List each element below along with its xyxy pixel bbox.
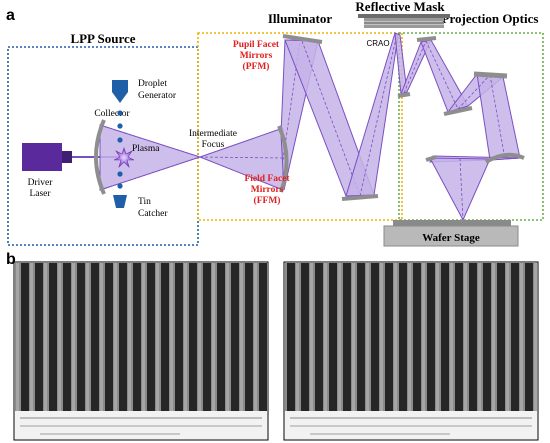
cone-ray-bottom (99, 156, 201, 191)
beam-axis-m4-m5 (489, 74, 506, 160)
plasma-label: Plasma (132, 144, 160, 154)
intermediate-focus-label-line2: Focus (202, 140, 225, 150)
tin-catcher-label-line1: Tin (138, 197, 151, 207)
projection-optics-box (398, 32, 544, 221)
illuminator-box (197, 32, 403, 221)
ffm-label-line1: Field Facet (244, 174, 290, 184)
projection-mirror-4 (473, 71, 508, 79)
lpp-source-title: LPP Source (70, 31, 135, 46)
tin-droplet-3 (117, 137, 123, 143)
pfm-label-line1: Pupil Facet (233, 40, 280, 50)
ffm-label-line3: (FFM) (254, 195, 281, 206)
projection-mirror-6 (425, 155, 437, 162)
tin-catcher (113, 195, 127, 208)
plasma-burst (113, 147, 135, 169)
sem-image-left (15, 263, 267, 411)
droplet-generator-label-line2: Generator (138, 91, 177, 101)
droplet-generator-body (112, 80, 128, 92)
projection-mirror-3 (443, 106, 473, 116)
beam-axis-m3-m4 (457, 74, 491, 110)
projection-mirror-5 (484, 152, 525, 164)
mask-layer-3 (364, 25, 444, 28)
driver-laser-label-line1: Driver (28, 178, 54, 188)
intermediate-focus-label-line1: Intermediate (189, 129, 237, 139)
cone-ray-top (99, 124, 201, 158)
reflective-mask-title: Reflective Mask (355, 0, 445, 14)
relay-mirror (341, 194, 379, 201)
driver-laser-nozzle (62, 151, 72, 163)
wafer-stage (383, 225, 519, 247)
projection-mirror-2 (416, 36, 437, 42)
wafer (393, 220, 511, 226)
beam-axis-m2-m3 (425, 40, 459, 110)
droplet-generator-label-line1: Droplet (138, 79, 167, 89)
projection-optics-title: Projection Optics (442, 11, 539, 26)
beam-axis-m1-m2 (403, 40, 427, 94)
beam-axis-relay-mask (359, 33, 398, 197)
beam-axis-wafer (459, 157, 464, 221)
beam-m4-to-m5 (476, 73, 521, 161)
tin-catcher-label-line2: Catcher (138, 209, 168, 219)
droplet-generator-tip (112, 92, 128, 103)
driver-laser-label-line2: Laser (29, 189, 51, 199)
beam-axis-focus-ffm (199, 156, 284, 159)
ffm-label-line2: Mirrors (251, 185, 284, 195)
pfm-label-line3: (PFM) (243, 61, 270, 72)
field-facet-mirror (277, 125, 289, 193)
tin-droplet-4 (117, 171, 123, 177)
collector-label: Collector (94, 109, 130, 119)
sem-image-right (285, 263, 537, 411)
mask-layer-1 (364, 18, 444, 21)
wafer-stage-label: Wafer Stage (422, 232, 480, 244)
pupil-facet-mirror (282, 34, 323, 44)
tin-droplet-2 (117, 123, 123, 129)
beam-m6-to-wafer (429, 157, 491, 222)
beam-axis-pfm-relay (301, 40, 361, 197)
mask-layer-2 (364, 21, 444, 25)
collector-mirror (94, 119, 106, 195)
crao-label: CRAO (366, 39, 389, 48)
mask-top-plate (358, 14, 450, 18)
projection-mirror-1 (397, 92, 411, 98)
tin-droplet-5 (117, 183, 123, 189)
driver-laser-body (22, 143, 62, 171)
panel-b-label: b (6, 251, 16, 268)
panel-a-label: a (6, 7, 15, 24)
tin-droplet-1 (117, 110, 123, 116)
collector-light-cone (99, 124, 202, 191)
pfm-label-line2: Mirrors (240, 51, 273, 61)
beam-relay-to-mask (345, 32, 399, 197)
illuminator-title: Illuminator (268, 11, 333, 26)
